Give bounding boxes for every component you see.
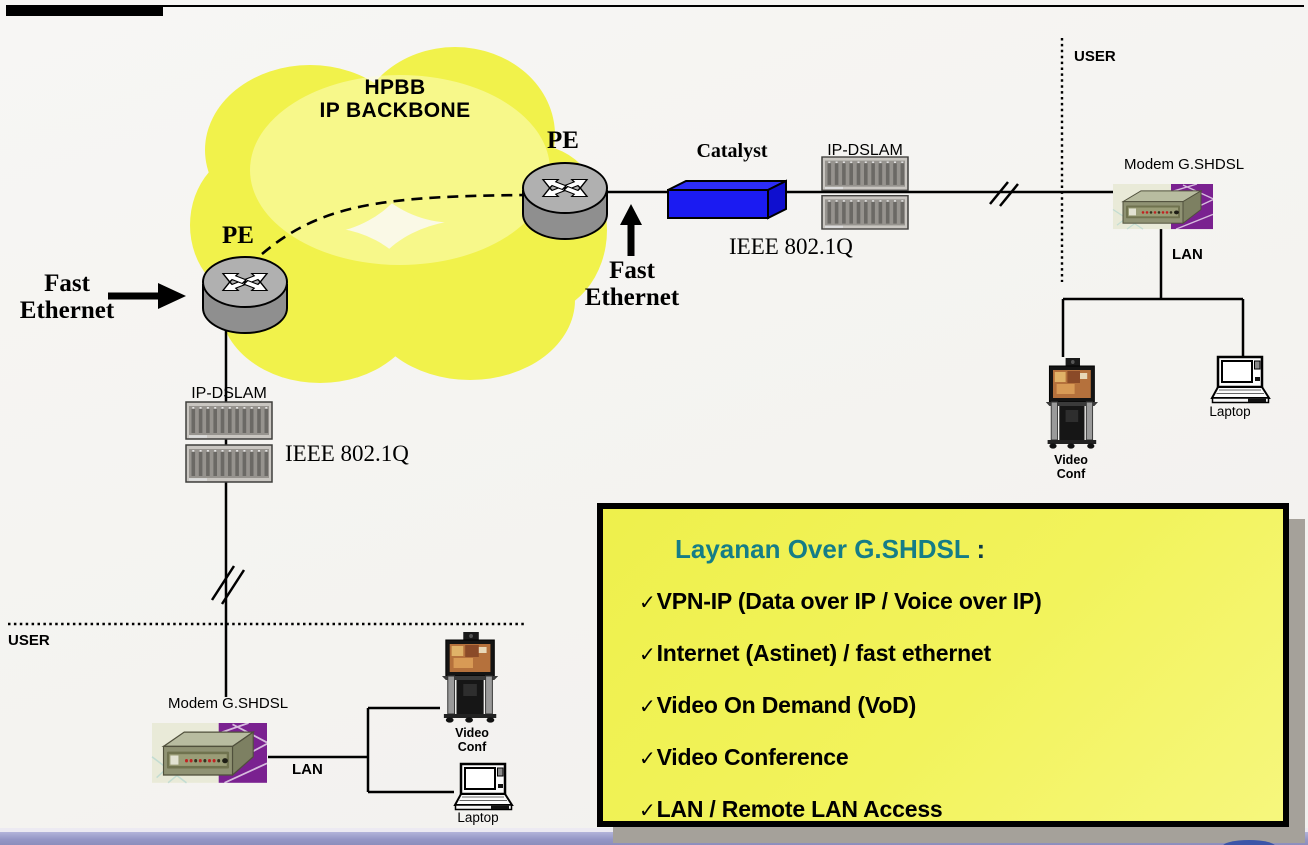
service-item: ✓Internet (Astinet) / fast ethernet bbox=[639, 640, 1283, 669]
video-conference-icon-bottom-left bbox=[441, 631, 499, 724]
local-loop-slash-bottom bbox=[210, 565, 246, 605]
check-icon: ✓ bbox=[639, 592, 656, 614]
pe-tunnel-dashed-link bbox=[261, 193, 529, 255]
service-item: ✓Video On Demand (VoD) bbox=[639, 692, 1283, 721]
check-icon: ✓ bbox=[639, 800, 656, 822]
bottom-accent-bar bbox=[0, 832, 1308, 845]
top-border-line bbox=[6, 5, 1304, 7]
pe-router-icon-left bbox=[203, 257, 287, 333]
title-bar-redacted bbox=[6, 5, 163, 16]
lan-branch-bottom-left bbox=[268, 706, 454, 794]
service-item-text: LAN / Remote LAN Access bbox=[656, 796, 943, 822]
check-icon: ✓ bbox=[639, 696, 656, 718]
service-item-text: VPN-IP (Data over IP / Voice over IP) bbox=[656, 588, 1042, 614]
service-item: ✓LAN / Remote LAN Access bbox=[639, 796, 1283, 825]
services-panel-title: Layanan Over G.SHDSL : bbox=[675, 534, 1283, 565]
lan-branch-top-right bbox=[1061, 228, 1245, 357]
services-panel-title-text: Layanan Over G.SHDSL bbox=[675, 534, 970, 564]
service-item: ✓Video Conference bbox=[639, 744, 1283, 773]
laptop-icon-bottom-left bbox=[453, 762, 514, 811]
fast-ethernet-arrow-left bbox=[108, 283, 186, 309]
gshdsl-modem-photo-bottom-left bbox=[151, 722, 268, 784]
check-icon: ✓ bbox=[639, 748, 656, 770]
laptop-icon-top-right bbox=[1210, 355, 1271, 404]
service-item-text: Video Conference bbox=[656, 744, 849, 770]
catalyst-switch-icon bbox=[667, 179, 787, 220]
service-item: ✓VPN-IP (Data over IP / Voice over IP) bbox=[639, 588, 1283, 617]
services-panel-title-colon: : bbox=[969, 534, 986, 564]
bottom-strip bbox=[0, 828, 1308, 832]
pe-router-icon-right bbox=[523, 163, 607, 239]
ip-dslam-icon-left bbox=[186, 402, 272, 482]
service-item-text: Video On Demand (VoD) bbox=[656, 692, 917, 718]
bottom-logo-arc bbox=[1222, 840, 1276, 845]
service-item-text: Internet (Astinet) / fast ethernet bbox=[656, 640, 992, 666]
video-conference-icon-top-right bbox=[1045, 357, 1099, 450]
services-panel: Layanan Over G.SHDSL : ✓VPN-IP (Data ove… bbox=[597, 503, 1289, 827]
check-icon: ✓ bbox=[639, 644, 656, 666]
gshdsl-modem-photo-top-right bbox=[1112, 183, 1214, 230]
fast-ethernet-arrow-right bbox=[620, 204, 642, 256]
local-loop-slash-top bbox=[989, 181, 1019, 207]
